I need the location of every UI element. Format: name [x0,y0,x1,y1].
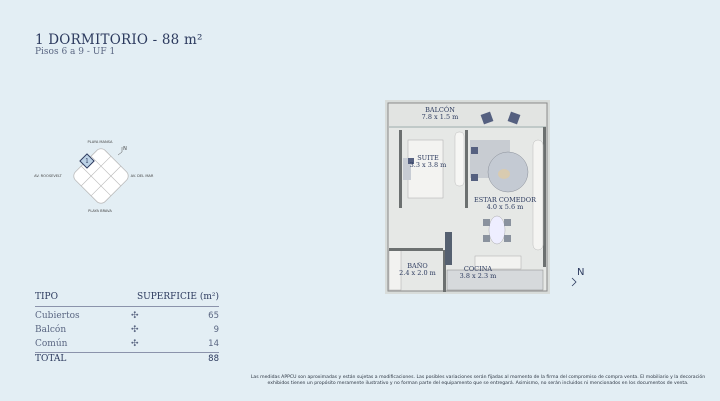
label-east-street: AV. DEL MAR [130,174,154,178]
page-title: 1 DORMITORIO - 88 m² [35,32,203,48]
label-north-street: PLAYA MANSA [87,140,113,144]
disclaimer: Las medidas APPCU son aproximadas y está… [250,375,706,386]
table-row: Común✣14 [35,339,219,349]
compass-n: N [123,146,127,152]
label-west-street: AV. ROOSEVELT [34,174,62,178]
col-superficie: SUPERFICIE (m²) [137,292,219,302]
unit-marker: 1 [85,158,89,165]
north-arrow-icon: N [570,267,590,288]
page-subtitle: Pisos 6 a 9 - UF 1 [35,47,116,57]
building-diagram [73,147,129,204]
table-row: Balcón✣9 [35,325,219,335]
plus-icon: ✣ [131,311,139,321]
area-table: TIPO SUPERFICIE (m²) Cubiertos✣65 Balcón✣… [35,292,219,372]
col-tipo: TIPO [35,292,58,302]
plus-icon: ✣ [131,325,139,335]
table-row: Cubiertos✣65 [35,311,219,321]
key-plan: PLAYA MANSA PLAYA BRAVA AV. ROOSEVELT AV… [30,130,170,220]
plus-icon: ✣ [131,339,139,349]
label-south-street: PLAYA BRAVA [88,209,112,213]
